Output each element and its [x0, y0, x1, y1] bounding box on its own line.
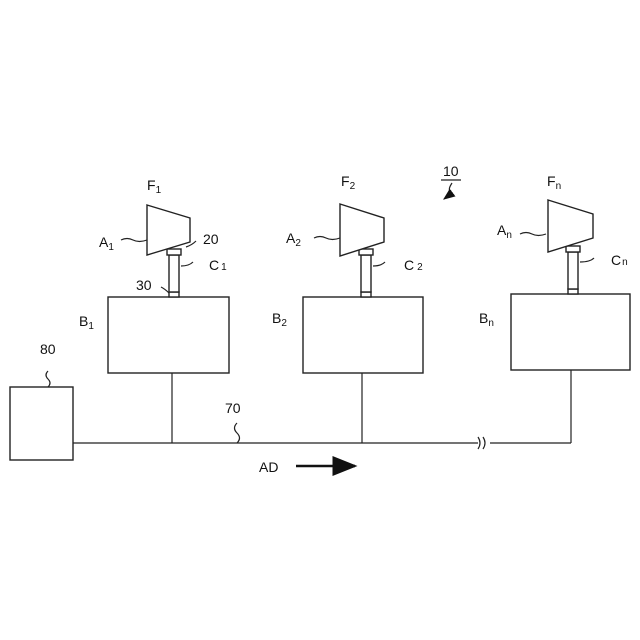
unit-1-c-leader: [181, 262, 193, 266]
controller-box: [10, 387, 73, 460]
ref-20-label: 20: [203, 231, 219, 247]
unit-n-f-label: Fn: [547, 173, 561, 192]
system-ref-label: 10: [443, 163, 459, 179]
unit-1-a-label: A1: [99, 234, 114, 253]
unit-2-f-label: F2: [341, 173, 356, 192]
unit-2-c-leader: [373, 262, 385, 266]
unit-1-a-leader: [121, 239, 147, 242]
unit-2-a-label: A2: [286, 230, 301, 249]
unit-n: Fn An Cn Bn: [479, 173, 630, 443]
unit-n-column-c: [568, 252, 578, 289]
unit-2: F2 A2 C2 B2: [272, 173, 423, 443]
unit-n-c-label: Cn: [611, 252, 628, 268]
unit-n-c-leader: [580, 258, 594, 262]
unit-2-b-label: B2: [272, 310, 287, 329]
unit-2-block-b: [303, 297, 423, 373]
direction-label: AD: [259, 459, 278, 475]
unit-1-block-b: [108, 297, 229, 373]
unit-n-joint: [568, 289, 578, 294]
unit-1-joint-20: [167, 249, 181, 255]
unit-1-head-a: [147, 205, 190, 255]
unit-2-joint: [361, 292, 371, 297]
unit-1-c-label: C1: [209, 257, 227, 273]
bus-leader: [235, 423, 240, 443]
unit-2-c-label: C2: [404, 257, 423, 273]
unit-2-a-leader: [314, 237, 340, 240]
unit-n-a-label: An: [497, 222, 512, 241]
bus-break-mark: [478, 437, 485, 449]
unit-1-f-label: F1: [147, 177, 162, 196]
unit-2-head-a: [340, 204, 384, 256]
unit-1: F1 A1 C1 B1 20 30: [79, 177, 229, 443]
unit-n-top-joint: [566, 246, 580, 252]
unit-n-b-label: Bn: [479, 310, 494, 329]
unit-n-block-b: [511, 294, 630, 370]
ref-30-leader: [161, 287, 169, 293]
unit-1-joint-30: [169, 292, 179, 297]
unit-n-head-a: [548, 200, 593, 252]
unit-n-a-leader: [520, 233, 546, 236]
unit-1-column-c: [169, 255, 179, 292]
unit-1-b-label: B1: [79, 313, 94, 332]
bus-ref-label: 70: [225, 400, 241, 416]
system-ref-arrow: [444, 183, 452, 199]
controller-ref-label: 80: [40, 341, 56, 357]
controller-leader: [46, 371, 50, 387]
ref-30-label: 30: [136, 277, 152, 293]
unit-2-column-c: [361, 255, 371, 292]
